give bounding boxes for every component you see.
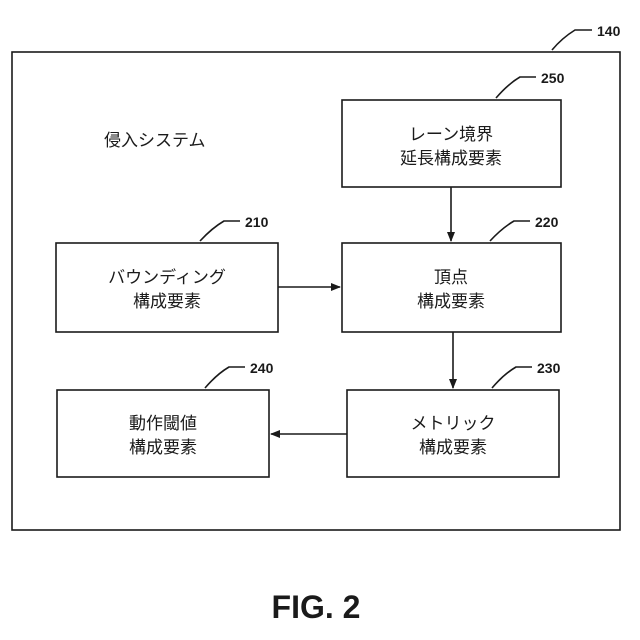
figure-label: FIG. 2 bbox=[272, 589, 361, 625]
ref-label-250: 250 bbox=[541, 70, 565, 86]
ref-leader-230 bbox=[492, 367, 532, 388]
ref-label-220: 220 bbox=[535, 214, 559, 230]
ref-label-140: 140 bbox=[597, 23, 621, 39]
system-title: 侵入システム bbox=[104, 131, 206, 151]
lane-boundary-extension-line2: 延長構成要素 bbox=[400, 149, 502, 169]
vertex-component-line2: 構成要素 bbox=[417, 292, 485, 312]
ref-leader-140 bbox=[552, 30, 592, 50]
action-threshold-component-line2: 構成要素 bbox=[129, 438, 197, 458]
ref-leader-240 bbox=[205, 367, 245, 388]
ref-leader-220 bbox=[490, 221, 530, 241]
ref-label-210: 210 bbox=[245, 214, 269, 230]
metric-component-line1: メトリック bbox=[411, 414, 496, 434]
vertex-component-line1: 頂点 bbox=[434, 268, 468, 288]
lane-boundary-extension-line1: レーン境界 bbox=[409, 125, 493, 145]
bounding-component-line1: バウンディング bbox=[108, 267, 226, 288]
metric-component-line2: 構成要素 bbox=[419, 438, 487, 458]
ref-label-230: 230 bbox=[537, 360, 561, 376]
ref-leader-210 bbox=[200, 221, 240, 241]
bounding-component-line2: 構成要素 bbox=[133, 292, 201, 312]
ref-label-240: 240 bbox=[250, 360, 274, 376]
ref-leader-250 bbox=[496, 77, 536, 98]
action-threshold-component-line1: 動作閾値 bbox=[129, 414, 197, 434]
